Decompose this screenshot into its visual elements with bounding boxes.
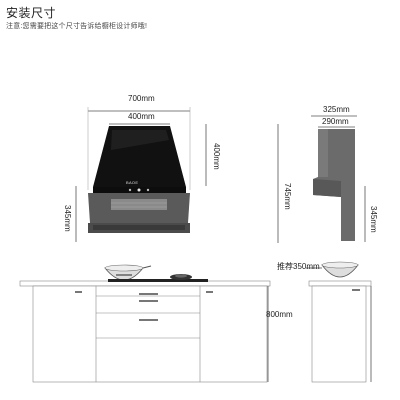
counter-height-label: 800mm [266,310,293,319]
side-countertop [308,280,372,287]
power-button-icon [137,188,141,192]
dim-400-height-label: 400mm [212,143,221,170]
dim-290-label: 290mm [322,117,349,126]
light-button-icon [128,188,132,192]
grease-filter [111,199,167,210]
drawer-handle [139,319,158,321]
dim-345-front-label: 345mm [63,205,72,232]
speed-button-icon [146,188,150,192]
hood-side-view [277,115,366,243]
recommend-gap-label: 推荐350mm [277,262,320,271]
dim-400-width-label: 400mm [128,112,155,121]
dim-700-label: 700mm [128,94,155,103]
dim-325-label: 325mm [323,105,350,114]
cabinet-front [19,264,271,383]
gas-stove [108,279,208,282]
hood-front-view [75,107,207,242]
page-title: 安装尺寸 [6,6,57,20]
door-handle [206,291,213,293]
dim-345-side-label: 345mm [369,206,378,233]
dim-745-label: 745mm [283,183,292,210]
side-cabinet-body [311,285,367,383]
drawer-handle [139,300,158,302]
brand-logo: BAOE [126,180,139,185]
glass-reflection [111,130,169,150]
drawer-handle [139,293,158,295]
cabinet-side [306,261,372,383]
door-handle [75,291,82,293]
install-note: 注意:您需要把这个尺寸告诉给橱柜设计师哦! [6,23,148,30]
